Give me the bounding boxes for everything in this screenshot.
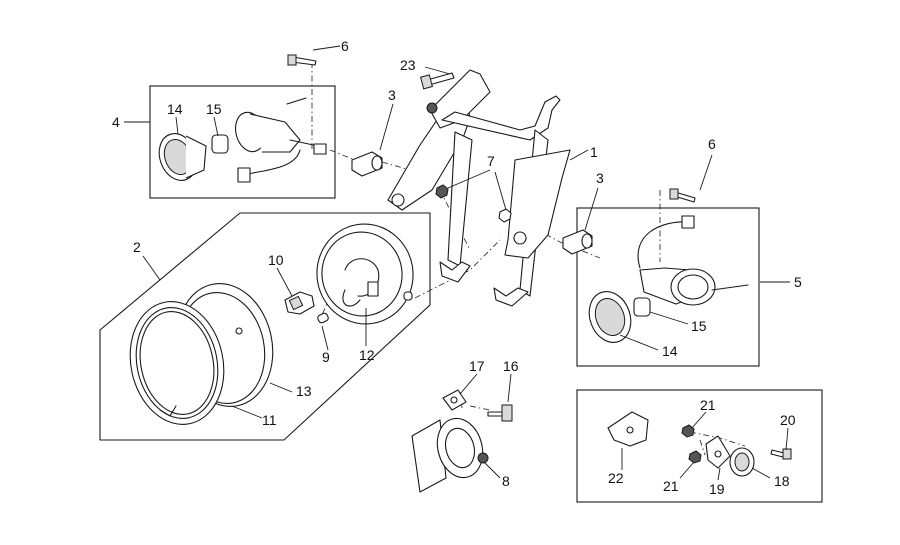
- leader-line: [483, 461, 501, 479]
- rear-left-indicator-group-box: [149, 85, 336, 199]
- leader-line: [751, 467, 771, 479]
- leader-line: [379, 103, 394, 151]
- axis-line: [381, 161, 411, 171]
- callout-11: 11: [262, 412, 277, 428]
- axis-line: [414, 239, 501, 299]
- indicator-right-part: [588, 215, 749, 343]
- headlight-group-box: [99, 212, 431, 441]
- callout-6: 6: [708, 136, 716, 152]
- callout-15: 15: [691, 318, 707, 334]
- callout-13: 13: [296, 383, 312, 399]
- leader-line: [269, 382, 293, 393]
- leader-line: [569, 149, 589, 161]
- right-indicator-group-box: [576, 207, 760, 367]
- callout-4: 4: [112, 114, 120, 130]
- leader-line: [584, 187, 599, 231]
- callout-20: 20: [780, 412, 796, 428]
- leader-line: [699, 154, 713, 191]
- screw-6-part: [287, 54, 696, 203]
- callout-23: 23: [400, 57, 416, 73]
- leader-line: [175, 116, 179, 135]
- leader-line: [447, 169, 491, 189]
- headlight-assembly-part: [129, 223, 414, 425]
- callout-1: 1: [590, 144, 598, 160]
- bolt-23-part: [419, 72, 455, 90]
- callout-15: 15: [206, 101, 222, 117]
- callout-17: 17: [469, 358, 485, 374]
- horn-bracket-group-box: [576, 389, 823, 503]
- callout-21: 21: [700, 397, 716, 413]
- callout-5: 5: [794, 274, 802, 290]
- leader-line: [321, 325, 329, 351]
- callout-2: 2: [133, 239, 141, 255]
- horn-part: [411, 389, 513, 493]
- leader-line: [142, 255, 161, 281]
- callout-18: 18: [774, 473, 790, 489]
- leader-line: [312, 45, 341, 51]
- bracket-group-part: [607, 411, 792, 477]
- callout-3: 3: [388, 87, 396, 103]
- callout-22: 22: [608, 470, 624, 486]
- leader-line: [494, 171, 507, 211]
- leader-line: [213, 116, 219, 137]
- indicator-left-part: [158, 97, 327, 183]
- callout-6: 6: [341, 38, 349, 54]
- leader-line: [459, 373, 478, 395]
- axis-line: [439, 189, 471, 251]
- callout-8: 8: [502, 473, 510, 489]
- leader-line: [619, 334, 659, 351]
- callout-14: 14: [167, 101, 183, 117]
- callout-9: 9: [322, 349, 330, 365]
- callout-3: 3: [596, 170, 604, 186]
- callout-19: 19: [709, 481, 725, 497]
- leader-line: [276, 267, 293, 297]
- grommet-3-part: [351, 151, 593, 255]
- leader-line: [231, 405, 263, 419]
- leader-line: [717, 467, 721, 481]
- axis-line: [469, 405, 491, 411]
- axis-line: [329, 149, 356, 161]
- leader-line: [507, 373, 512, 403]
- callout-12: 12: [359, 347, 375, 363]
- leader-line: [679, 461, 695, 479]
- leader-line: [785, 427, 789, 451]
- callout-16: 16: [503, 358, 519, 374]
- callout-21: 21: [663, 478, 679, 494]
- nut-7-part: [435, 184, 512, 223]
- support-bracket-part: [387, 69, 571, 307]
- leader-line: [691, 411, 707, 429]
- callout-10: 10: [268, 252, 284, 268]
- callout-7: 7: [487, 153, 495, 169]
- callout-14: 14: [662, 343, 678, 359]
- axis-line: [699, 439, 706, 456]
- leader-line: [649, 311, 689, 325]
- leader-line: [424, 66, 451, 75]
- axis-line: [689, 431, 746, 447]
